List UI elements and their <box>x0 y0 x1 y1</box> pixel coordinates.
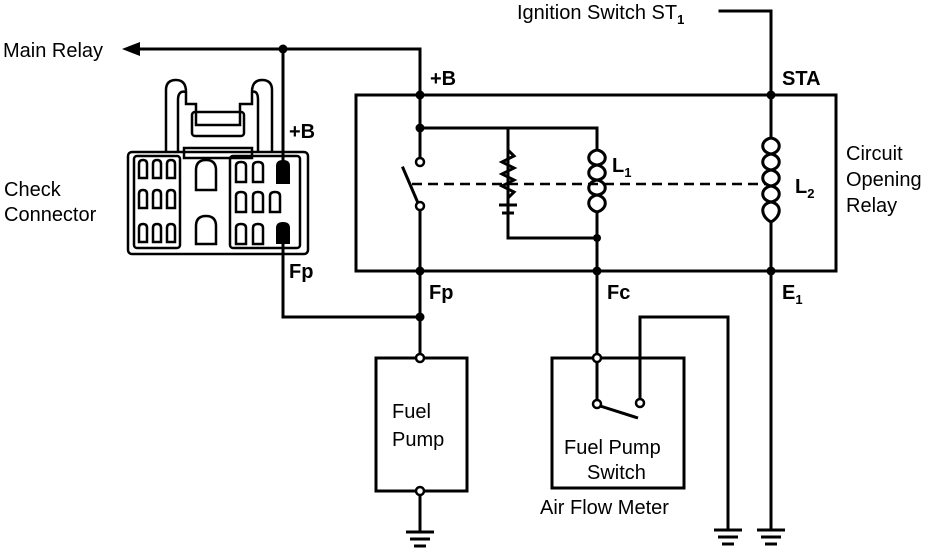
check-connector <box>126 78 310 256</box>
coil-l1 <box>587 148 607 214</box>
circuit-opening-relay-label-line2: Opening <box>846 169 922 191</box>
fc-label: Fc <box>607 282 630 304</box>
fuel-pump-switch-terminal-left <box>591 398 603 410</box>
fuel-pump-switch-box <box>550 356 686 490</box>
ignition-switch-label: Ignition Switch ST1 <box>517 2 684 27</box>
fuel-pump-switch-label-line2: Switch <box>587 462 646 484</box>
sta-label: STA <box>782 68 821 90</box>
fp-relay-label: Fp <box>429 282 453 304</box>
fuel-pump-box <box>374 356 469 493</box>
resistor-symbol <box>498 148 518 200</box>
ground-symbol-fuel-pump-switch <box>714 528 742 546</box>
check-connector-plus-b-terminal <box>276 160 290 184</box>
fuel-pump-label-line1: Fuel <box>392 401 431 423</box>
connector-plus-b-label: +B <box>289 121 315 143</box>
ground-symbol-e1 <box>757 528 785 546</box>
fc-terminal <box>591 352 603 364</box>
fuel-pump-terminal-top <box>414 352 426 364</box>
fuel-pump-terminal-bottom <box>414 485 426 497</box>
fuel-pump-switch-ground-wire <box>638 315 730 530</box>
ground-symbol-fuel-pump <box>406 530 434 548</box>
fuel-pump-switch-label-line1: Fuel Pump <box>564 437 661 459</box>
circuit-opening-relay-label-line1: Circuit <box>846 143 903 165</box>
fuel-pump-switch-terminal-right <box>634 397 646 409</box>
main-relay-label: Main Relay <box>3 40 103 62</box>
fp-connector-wire <box>281 240 420 319</box>
circuit-opening-relay-label-line3: Relay <box>846 195 897 217</box>
fuel-pump-switch-blade <box>596 403 639 420</box>
coil-l2 <box>761 136 781 224</box>
relay-contact-terminal-bottom <box>414 200 426 212</box>
check-connector-label-line1: Check <box>4 179 62 201</box>
fp-connector-label: Fp <box>289 261 313 283</box>
check-connector-label-line2: Connector <box>4 204 97 226</box>
l2-label: L2 <box>795 176 814 201</box>
main-relay-arrow <box>122 42 140 56</box>
plus-b-label: +B <box>430 68 456 90</box>
relay-contact-blade <box>401 166 420 205</box>
junction-dots <box>278 44 776 322</box>
fuel-pump-label-line2: Pump <box>392 429 444 451</box>
check-connector-fp-terminal <box>276 222 290 244</box>
relay-contact-terminal-top <box>414 156 426 168</box>
ignition-switch-wire <box>718 9 773 97</box>
l1-label: L1 <box>612 155 631 180</box>
air-flow-meter-label: Air Flow Meter <box>540 497 669 519</box>
e1-label: E1 <box>782 282 803 307</box>
